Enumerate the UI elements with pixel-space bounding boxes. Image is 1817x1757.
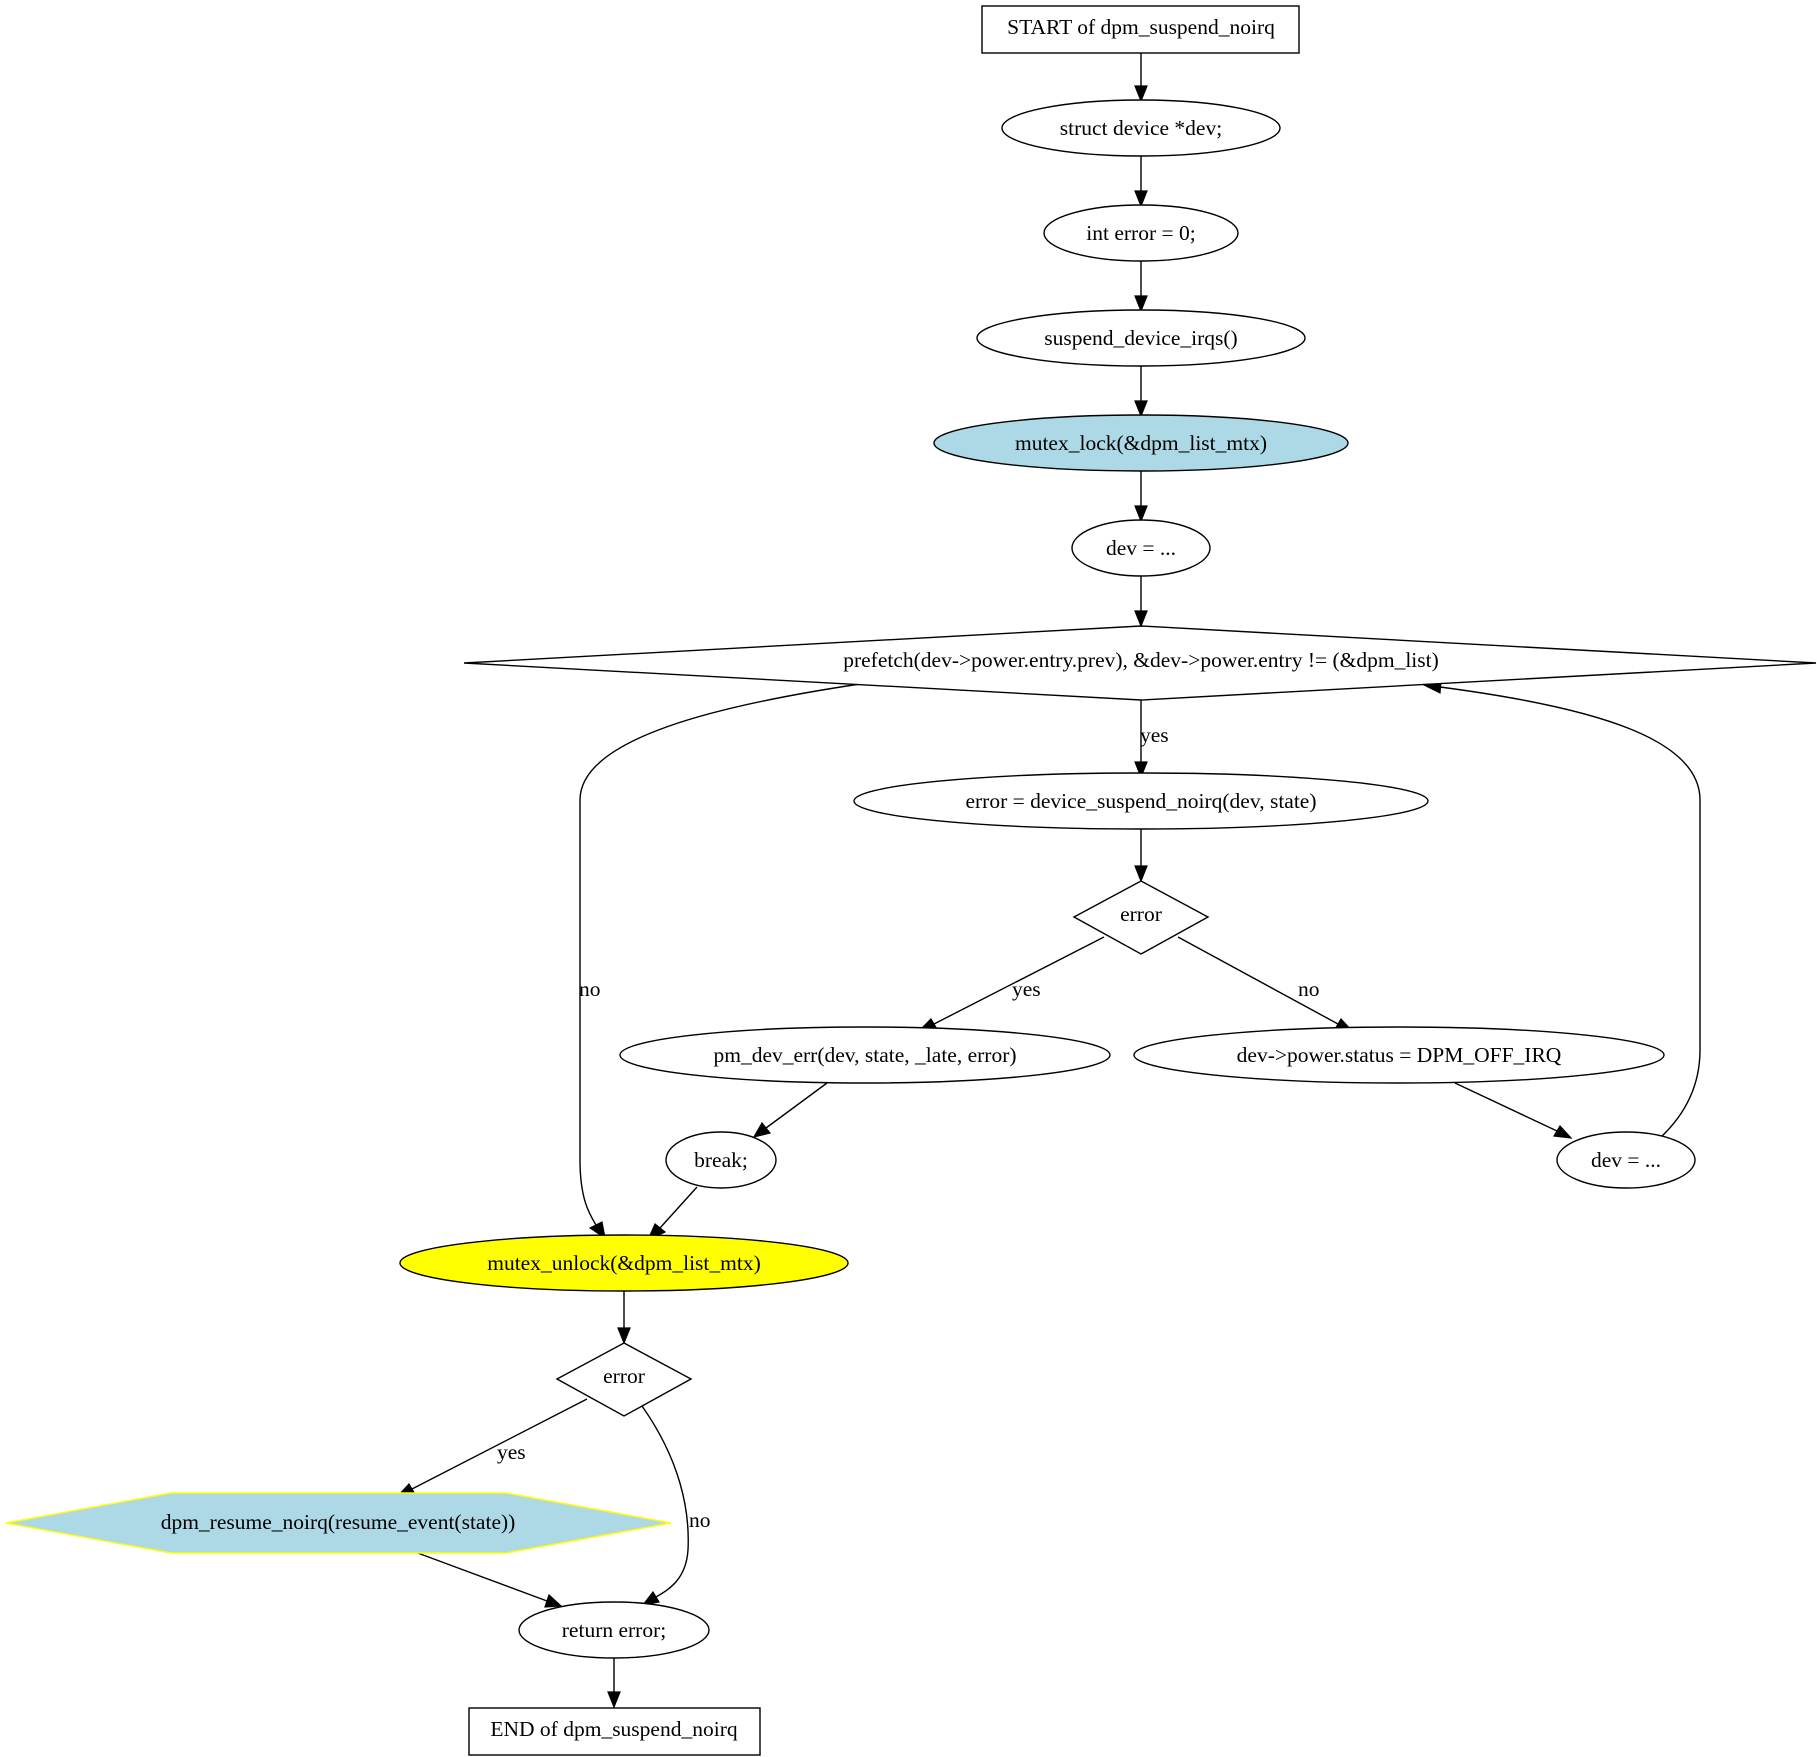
edge-suspend-irqs-to-mutex-lock <box>1134 366 1148 418</box>
edge-label-no: no <box>579 977 601 1001</box>
start-node: START of dpm_suspend_noirq <box>981 5 1300 54</box>
edge-pm-dev-err-to-break <box>752 1082 828 1138</box>
end-node: END of dpm_suspend_noirq <box>468 1707 761 1756</box>
check-error-1-node: error <box>1072 880 1210 955</box>
decl-error-node: int error = 0; <box>1043 204 1239 262</box>
loop-condition-node: prefetch(dev->power.entry.prev), &dev->p… <box>463 625 1817 701</box>
edge-label-yes: yes <box>1012 977 1041 1001</box>
edge-loop-cond-to-call-suspend: yes <box>1134 700 1169 779</box>
decl-dev-node: struct device *dev; <box>1001 99 1281 157</box>
dev-init-node: dev = ... <box>1071 519 1211 577</box>
dev-next-label: dev = ... <box>1591 1148 1661 1172</box>
edge-check-error-1-to-set-status: no <box>1177 936 1354 1032</box>
suspend-irqs-label: suspend_device_irqs() <box>1044 326 1237 350</box>
edge-label-yes: yes <box>1140 723 1169 747</box>
edge-label-no: no <box>1298 977 1320 1001</box>
mutex-unlock-node: mutex_unlock(&dpm_list_mtx) <box>399 1234 849 1292</box>
edge-dev-init-to-loop-cond <box>1134 576 1148 628</box>
suspend-irqs-node: suspend_device_irqs() <box>976 309 1306 367</box>
call-suspend-node: error = device_suspend_noirq(dev, state) <box>853 772 1429 830</box>
pm-dev-err-label: pm_dev_err(dev, state, _late, error) <box>713 1043 1016 1067</box>
call-suspend-label: error = device_suspend_noirq(dev, state) <box>965 789 1316 813</box>
edge-label-no: no <box>689 1508 711 1532</box>
break-label: break; <box>694 1148 748 1172</box>
check-error-2-label: error <box>603 1364 645 1388</box>
loop-condition-label: prefetch(dev->power.entry.prev), &dev->p… <box>843 648 1439 672</box>
decl-dev-label: struct device *dev; <box>1060 116 1222 140</box>
edge-label-yes: yes <box>497 1440 526 1464</box>
edge-call-suspend-to-check-error-1 <box>1134 829 1148 883</box>
check-error-2-node: error <box>555 1342 693 1417</box>
decl-error-label: int error = 0; <box>1086 221 1195 245</box>
end-node-label: END of dpm_suspend_noirq <box>490 1717 737 1741</box>
mutex-unlock-label: mutex_unlock(&dpm_list_mtx) <box>487 1251 761 1275</box>
edge-break-to-mutex-unlock <box>646 1186 698 1242</box>
edge-decl-error-to-suspend-irqs <box>1134 261 1148 313</box>
edge-check-error-2-to-return-error: no <box>641 1405 711 1606</box>
set-status-node: dev->power.status = DPM_OFF_IRQ <box>1133 1026 1665 1084</box>
edge-set-status-to-dev-next <box>1454 1082 1573 1139</box>
set-status-label: dev->power.status = DPM_OFF_IRQ <box>1237 1043 1562 1067</box>
dev-init-label: dev = ... <box>1106 536 1176 560</box>
edge-return-error-to-end <box>607 1658 621 1709</box>
edge-mutex-lock-to-dev-init <box>1134 471 1148 523</box>
mutex-lock-node: mutex_lock(&dpm_list_mtx) <box>933 414 1349 472</box>
edge-loop-cond-to-mutex-unlock: no <box>579 683 861 1240</box>
resume-noirq-label: dpm_resume_noirq(resume_event(state)) <box>161 1510 516 1534</box>
edge-check-error-1-to-pm-dev-err: yes <box>916 936 1105 1033</box>
dev-next-node: dev = ... <box>1556 1131 1696 1189</box>
resume-noirq-node: dpm_resume_noirq(resume_event(state)) <box>5 1492 672 1554</box>
edge-check-error-2-to-resume-noirq: yes <box>395 1398 588 1498</box>
edge-start-to-decl-dev <box>1134 53 1148 103</box>
break-node: break; <box>665 1131 777 1189</box>
edge-decl-dev-to-decl-error <box>1134 156 1148 208</box>
return-error-label: return error; <box>562 1618 666 1642</box>
pm-dev-err-node: pm_dev_err(dev, state, _late, error) <box>619 1026 1111 1084</box>
check-error-1-label: error <box>1120 902 1162 926</box>
start-node-label: START of dpm_suspend_noirq <box>1007 15 1275 39</box>
edge-resume-noirq-to-return-error <box>414 1551 563 1608</box>
return-error-node: return error; <box>518 1601 710 1659</box>
edge-mutex-unlock-to-check-error-2 <box>617 1291 631 1345</box>
mutex-lock-label: mutex_lock(&dpm_list_mtx) <box>1015 431 1267 455</box>
